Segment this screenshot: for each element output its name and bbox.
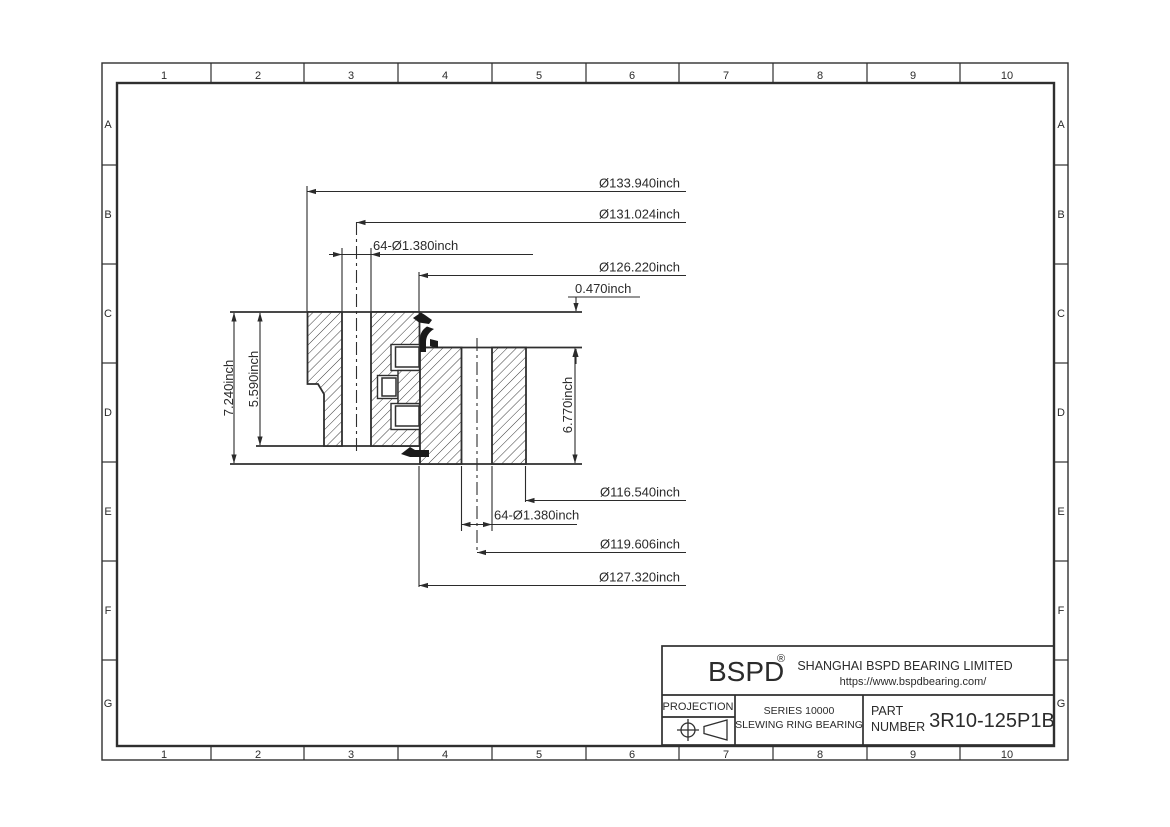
dim-outer-diameter [307, 188, 686, 195]
dim-label-inner-bolt-holes: 64-Ø1.380inch [494, 508, 579, 523]
row-label: D [1057, 407, 1065, 419]
dim-outer-ring-height [257, 312, 263, 446]
dim-total-height [231, 312, 237, 464]
dim-label-inner-diameter: Ø116.540inch [600, 485, 680, 500]
seals [401, 312, 438, 457]
inner-ring-left-section [419, 346, 463, 465]
dim-label-outer-bolt-holes: 64-Ø1.380inch [373, 238, 458, 253]
part-number-value: 3R10-125P1B [929, 710, 1055, 732]
upper-seal-lip [420, 326, 434, 352]
dim-seal-diameter [419, 272, 686, 279]
dim-label-inner-ring-height: 6.770inch [560, 377, 575, 433]
col-label: 9 [910, 749, 916, 761]
dim-label-outer-bolt-circle: Ø131.024inch [599, 207, 680, 222]
col-label: 1 [161, 70, 167, 82]
col-label: 4 [442, 749, 448, 761]
dim-label-outer-diameter: Ø133.940inch [599, 176, 680, 191]
brand-logo: BSPD [708, 656, 784, 687]
dimensions [231, 186, 686, 589]
col-label: 10 [1001, 749, 1013, 761]
row-label: F [1058, 605, 1065, 617]
col-label: 1 [161, 749, 167, 761]
row-label: E [104, 506, 111, 518]
grid-column-labels-top: 1 2 3 4 5 6 7 8 9 10 [161, 70, 1013, 82]
dim-label-outer-ring-height: 5.590inch [246, 351, 261, 407]
col-label: 6 [629, 749, 635, 761]
radial-roller [381, 377, 397, 397]
row-label: C [1057, 308, 1065, 320]
dim-inner-ring-od [419, 582, 686, 589]
dim-label-height-offset: 0.470inch [575, 281, 631, 296]
dim-inner-diameter [525, 497, 686, 504]
col-label: 3 [348, 749, 354, 761]
dim-outer-bolt-holes [329, 251, 533, 258]
registered-mark: ® [777, 653, 785, 665]
series-line2: SLEWING RING BEARING [735, 719, 863, 731]
projection-label: PROJECTION [663, 701, 734, 713]
row-label: D [104, 407, 112, 419]
company-name: SHANGHAI BSPD BEARING LIMITED [797, 659, 1012, 673]
upper-roller [394, 346, 420, 368]
row-label: A [1057, 119, 1065, 131]
row-label: E [1057, 506, 1064, 518]
inner-ring-tongue [397, 369, 421, 405]
extension-lines [306, 186, 527, 587]
col-label: 7 [723, 70, 729, 82]
outer-ring-left-section [306, 311, 343, 447]
col-label: 8 [817, 749, 823, 761]
dim-label-total-height: 7.240inch [221, 360, 236, 416]
upper-seal [413, 312, 432, 324]
dim-inner-ring-height [572, 348, 578, 464]
dim-inner-bolt-circle [477, 549, 686, 556]
dim-label-inner-ring-od: Ø127.320inch [599, 570, 680, 585]
row-label: A [104, 119, 112, 131]
col-label: 7 [723, 749, 729, 761]
dim-label-seal-diameter: Ø126.220inch [599, 260, 680, 275]
part-label-line1: PART [871, 704, 904, 718]
row-label: C [104, 308, 112, 320]
row-label: B [1057, 209, 1064, 221]
projection-symbol-icon [677, 719, 728, 741]
bolt-hole-centerlines [355, 222, 478, 552]
part-label-line2: NUMBER [871, 720, 925, 734]
dim-inner-bolt-holes [461, 521, 577, 528]
title-block-lines [661, 645, 1055, 746]
grid-ticks [102, 63, 1068, 760]
dim-label-inner-bolt-circle: Ø119.606inch [600, 537, 680, 552]
col-label: 5 [536, 70, 542, 82]
grid-row-labels-right: A B C D E F G [1057, 119, 1066, 710]
inner-ring-right-section [491, 346, 527, 465]
col-label: 10 [1001, 70, 1013, 82]
bearing-cross-section [230, 222, 582, 552]
series-line1: SERIES 10000 [764, 705, 835, 717]
rollers [381, 346, 420, 427]
dimension-labels: Ø133.940inch Ø131.024inch 64-Ø1.380inch … [221, 176, 680, 585]
row-label: G [104, 698, 113, 710]
col-label: 8 [817, 70, 823, 82]
col-label: 9 [910, 70, 916, 82]
grid-column-labels-bottom: 1 2 3 4 5 6 7 8 9 10 [161, 749, 1013, 761]
col-label: 3 [348, 70, 354, 82]
lower-seal [401, 447, 429, 457]
col-label: 5 [536, 749, 542, 761]
row-label: F [105, 605, 112, 617]
sheet-border [101, 62, 1069, 761]
company-website: https://www.bspdbearing.com/ [840, 676, 988, 688]
col-label: 2 [255, 70, 261, 82]
dim-height-offset [568, 296, 640, 364]
grid-row-labels-left: A B C D E F G [104, 119, 113, 710]
upper-seal-foot [430, 339, 438, 348]
col-label: 2 [255, 749, 261, 761]
row-label: G [1057, 698, 1066, 710]
title-block: PROJECTION SERIES 10000 SLEWING RING BEA… [661, 645, 1055, 746]
col-label: 4 [442, 70, 448, 82]
dim-outer-bolt-circle [356, 219, 686, 226]
lower-roller [394, 405, 420, 427]
row-label: B [104, 209, 111, 221]
col-label: 6 [629, 70, 635, 82]
